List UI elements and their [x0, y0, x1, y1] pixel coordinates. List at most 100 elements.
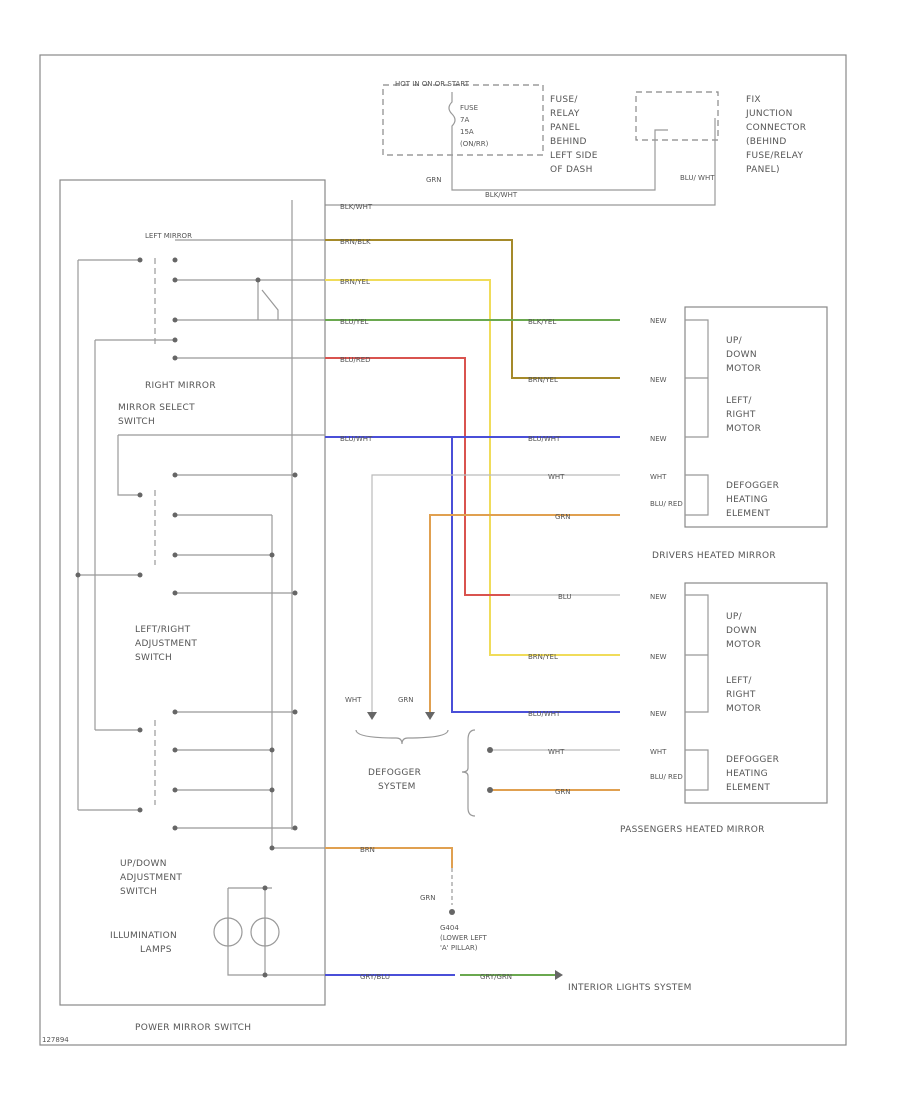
fix-label-6: PANEL) — [746, 165, 780, 175]
g-lower-3: 'A' PILLAR) — [440, 944, 478, 952]
wl-grn2: GRN — [555, 788, 571, 796]
wl-bluwht3: BLU/WHT — [528, 710, 561, 718]
diagram-code: 127894 — [42, 1036, 69, 1044]
p-defog-2: HEATING — [726, 769, 768, 779]
fuse-relay-5: LEFT SIDE — [550, 151, 598, 161]
wl-brnyel2: BRN/YEL — [528, 376, 558, 384]
blu-red-right-2: BLU/ RED — [650, 773, 683, 781]
p-updown-2: DOWN — [726, 626, 757, 636]
ud-adj-3: SWITCH — [120, 887, 157, 897]
fix-label-1: FIX — [746, 95, 761, 105]
d-lr-3: MOTOR — [726, 424, 761, 434]
p-updown-1: UP/ — [726, 612, 743, 622]
wl-wht2: WHT — [548, 748, 565, 756]
p-defog-1: DEFOGGER — [726, 755, 779, 765]
drivers-heater — [685, 474, 709, 516]
fuse-label-1: FUSE — [460, 104, 478, 112]
switch-internal-wiring — [77, 239, 325, 976]
d-lr-2: RIGHT — [726, 410, 756, 420]
drivers-mirror-label: DRIVERS HEATED MIRROR — [652, 551, 776, 561]
p-lr-2: RIGHT — [726, 690, 756, 700]
d-defog-3: ELEMENT — [726, 509, 770, 519]
fix-label-4: (BEHIND — [746, 137, 787, 147]
new-3: NEW — [650, 435, 667, 443]
top-feed-wire — [451, 129, 668, 191]
p-lr-3: MOTOR — [726, 704, 761, 714]
passengers-mirror-box — [684, 582, 828, 804]
d-lr-1: LEFT/ — [726, 396, 752, 406]
wl-blkyel: BLK/YEL — [528, 318, 556, 326]
wl-brnyel: BRN/YEL — [340, 278, 370, 286]
wl-brnyel3: BRN/YEL — [528, 653, 558, 661]
def-term-1 — [487, 747, 493, 753]
right-mirror-label: RIGHT MIRROR — [145, 381, 216, 391]
wl-brnblk: BRN/BLK — [340, 238, 371, 246]
ground-grn: GRN — [420, 894, 436, 902]
def-arrow-2 — [425, 712, 435, 720]
wl-wht: WHT — [548, 473, 565, 481]
fuse-label-2: 7A — [460, 116, 469, 124]
wl-blkwht: BLK/WHT — [340, 203, 373, 211]
power-mirror-switch-label: POWER MIRROR SWITCH — [135, 1023, 251, 1033]
fuse-relay-4: BEHIND — [550, 137, 587, 147]
ud-adj-2: ADJUSTMENT — [120, 873, 182, 883]
fix-label-3: CONNECTOR — [746, 123, 806, 133]
fix-label-2: JUNCTION — [745, 109, 793, 119]
fix-label-5: FUSE/RELAY — [746, 151, 804, 161]
new-4: NEW — [650, 593, 667, 601]
defogger-bracket — [355, 729, 449, 745]
wl-blu: BLU — [558, 593, 571, 601]
d-updown-1: UP/ — [726, 336, 743, 346]
wl-bluwht2: BLU/WHT — [528, 435, 561, 443]
wl-grygrn: GRY/GRN — [480, 973, 512, 981]
fuse-relay-1: FUSE/ — [550, 95, 578, 105]
g-lower-2: (LOWER LEFT — [440, 934, 488, 942]
drivers-mirror-box — [684, 306, 828, 528]
d-defog-2: HEATING — [726, 495, 768, 505]
lr-adj-3: SWITCH — [135, 653, 172, 663]
switch-contacts — [75, 257, 298, 978]
fuse-relay-2: RELAY — [550, 109, 580, 119]
passengers-heater — [685, 749, 709, 791]
top-wire-grn: GRN — [426, 176, 442, 184]
new-2: NEW — [650, 376, 667, 384]
p-updown-3: MOTOR — [726, 640, 761, 650]
d-updown-3: MOTOR — [726, 364, 761, 374]
fuse-label-3: 15A — [460, 128, 474, 136]
hot-in-label: HOT IN ON OR START — [395, 80, 470, 88]
wht-right-2: WHT — [650, 748, 667, 756]
illum-2: LAMPS — [140, 945, 172, 955]
fix-junction-box — [635, 91, 719, 141]
interior-lights-label: INTERIOR LIGHTS SYSTEM — [568, 983, 692, 993]
defogger-system-2: SYSTEM — [378, 782, 416, 792]
diagram-frame — [39, 54, 847, 1046]
illumination-lamps — [213, 917, 280, 947]
g-lower-1: G404 — [440, 924, 459, 932]
def-wht: WHT — [345, 696, 362, 704]
defogger-system-1: DEFOGGER — [368, 768, 421, 778]
ud-adj-1: UP/DOWN — [120, 859, 167, 869]
wl-grn: GRN — [555, 513, 571, 521]
def-arrow-1 — [367, 712, 377, 720]
fuse-relay-3: PANEL — [550, 123, 580, 133]
wl-brn: BRN — [360, 846, 375, 854]
power-mirror-switch-box — [59, 179, 326, 1006]
fuse-label-4: (ON/RR) — [460, 140, 489, 148]
d-updown-2: DOWN — [726, 350, 757, 360]
p-defog-3: ELEMENT — [726, 783, 770, 793]
illum-1: ILLUMINATION — [110, 931, 177, 941]
top-wire-blkwht: BLK/WHT — [485, 191, 518, 199]
wht-right-1: WHT — [650, 473, 667, 481]
passengers-motor-wires — [685, 594, 709, 713]
main-wires — [325, 239, 620, 976]
passenger-bracket — [461, 729, 476, 817]
wl-bluwht: BLU/WHT — [340, 435, 373, 443]
new-1: NEW — [650, 317, 667, 325]
def-term-2 — [487, 787, 493, 793]
ground-point — [449, 909, 455, 915]
left-mirror-label: LEFT MIRROR — [145, 232, 192, 240]
lr-adj-1: LEFT/RIGHT — [135, 625, 191, 635]
mirror-select-2: SWITCH — [118, 417, 155, 427]
new-6: NEW — [650, 710, 667, 718]
passengers-mirror-label: PASSENGERS HEATED MIRROR — [620, 825, 765, 835]
